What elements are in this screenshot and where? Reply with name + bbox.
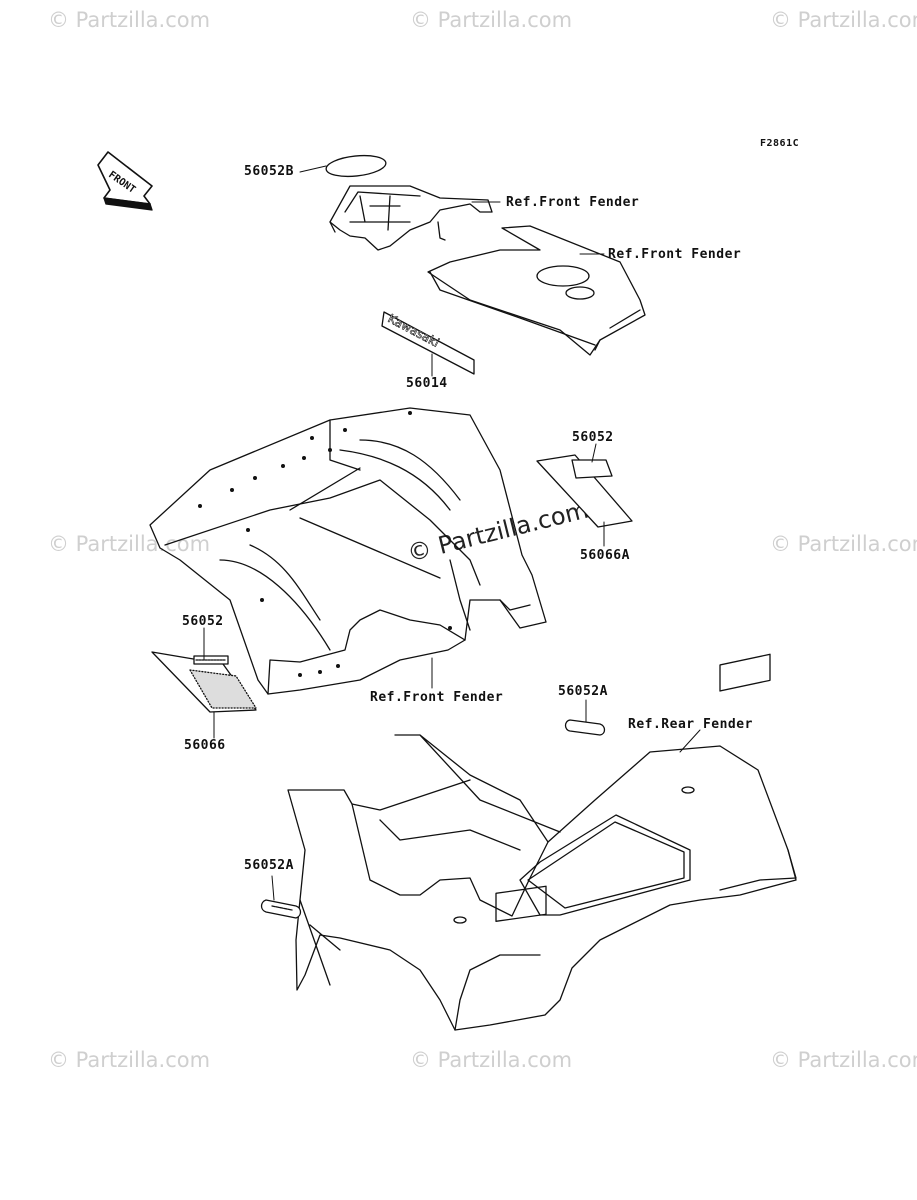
ref-front-fender-label-1: Ref.Front Fender xyxy=(506,195,640,210)
ref-rear-fender-label: Ref.Rear Fender xyxy=(628,717,753,732)
part-label-56052b: 56052B xyxy=(244,164,294,179)
watermark: © Partzilla.com xyxy=(410,1048,573,1072)
watermark: © Partzilla.com xyxy=(770,8,917,32)
part-label-56052-upper: 56052 xyxy=(572,430,614,445)
front-direction-arrow-icon: FRONT xyxy=(97,151,153,211)
decal-56052b-oval xyxy=(325,154,387,178)
ref-front-fender-label-3: Ref.Front Fender xyxy=(370,690,504,705)
figure-code: F2861C xyxy=(760,138,800,149)
part-label-56052a-upper: 56052A xyxy=(558,684,608,699)
part-label-56014: 56014 xyxy=(406,376,448,391)
part-label-56066: 56066 xyxy=(184,738,226,753)
decal-56052a-lower xyxy=(260,899,302,919)
front-fender-middle-body xyxy=(149,407,547,695)
watermark: © Partzilla.com xyxy=(770,1048,917,1072)
decal-56066 xyxy=(151,651,257,713)
watermark: © Partzilla.com xyxy=(48,1048,211,1072)
watermark: © Partzilla.com xyxy=(410,8,573,32)
part-label-56066a: 56066A xyxy=(580,548,630,563)
ref-front-fender-label-2: Ref.Front Fender xyxy=(608,247,742,262)
part-label-56052a-lower: 56052A xyxy=(244,858,294,873)
fender-bolt-holes xyxy=(198,411,452,677)
watermark: © Partzilla.com xyxy=(770,532,917,556)
decal-56052a-upper xyxy=(564,719,606,736)
leader-lines xyxy=(203,165,701,901)
kawasaki-decal-56014: Kawasaki xyxy=(381,311,475,375)
watermark: © Partzilla.com xyxy=(48,8,211,32)
rear-fender-body xyxy=(287,653,797,1031)
front-fender-upper-part xyxy=(329,185,493,251)
decal-56066a xyxy=(536,454,633,528)
part-label-56052-lower: 56052 xyxy=(182,614,224,629)
watermark: © Partzilla.com xyxy=(48,532,211,556)
front-fender-upper-body xyxy=(427,225,646,356)
